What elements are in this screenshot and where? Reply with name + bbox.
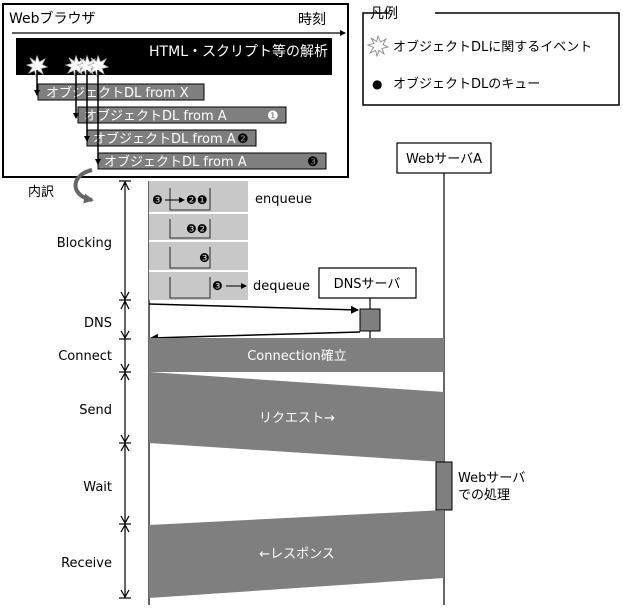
dns-server-label: DNSサーバ — [334, 277, 401, 292]
queue-outgoing-item: ❸ — [212, 279, 223, 293]
phase-label-blocking: Blocking — [57, 236, 112, 251]
dns-request-arrow — [148, 303, 359, 314]
breakdown-arrow — [73, 168, 94, 204]
dns-response-arrow — [150, 331, 361, 342]
legend-event-label: オブジェクトDLに関するイベント — [393, 39, 592, 55]
dns-server-box — [318, 267, 417, 299]
event-burst-icon — [75, 54, 99, 78]
phase-timeline: Blocking DNS Connect Send Wait Receive — [57, 180, 131, 599]
download-badge: ❷ — [237, 132, 249, 147]
download-badge: ❸ — [307, 155, 319, 170]
phase-label-connect: Connect — [58, 349, 112, 364]
response-label: ←レスポンス — [259, 547, 335, 562]
web-processing-label-2: での処理 — [458, 488, 510, 503]
queue-incoming-item: ❸ — [152, 193, 163, 207]
queue-items: ❷❶ — [186, 193, 208, 207]
download-label: オブジェクトDL from A — [104, 154, 247, 170]
phase-label-send: Send — [79, 403, 112, 418]
download-label: オブジェクトDL from X — [46, 85, 189, 101]
event-burst-icon — [86, 54, 110, 78]
phase-label-receive: Receive — [61, 556, 112, 571]
web-processing — [435, 461, 453, 511]
blocking-queue: ❸ ❷❶ enqueue ❸❷ ❸ ❸ dequeue — [149, 181, 312, 300]
web-server-label: WebサーバA — [406, 152, 482, 167]
parse-bar — [16, 38, 332, 75]
download-badge: ❶ — [267, 109, 279, 124]
time-axis-label: 時刻 — [298, 12, 326, 28]
phase-label-wait: Wait — [83, 480, 112, 495]
parse-label: HTML・スクリプト等の解析 — [149, 43, 328, 60]
connection-label: Connection確立 — [247, 348, 347, 364]
phase-label-dns: DNS — [84, 316, 112, 331]
legend-queue-label: オブジェクトDLのキュー — [393, 76, 540, 92]
web-server: WebサーバA — [396, 142, 492, 605]
browser-title: Webブラウザ — [9, 10, 96, 27]
event-burst-icon — [64, 54, 88, 78]
event-burst-icon — [366, 34, 390, 58]
legend: 凡例 オブジェクトDLに関するイベント ● オブジェクトDLのキュー — [362, 6, 620, 106]
download-label: オブジェクトDL from A — [93, 131, 236, 147]
request-label: リクエスト→ — [259, 411, 335, 426]
web-server-box — [396, 142, 492, 174]
event-burst-icon — [25, 54, 49, 78]
legend-title: 凡例 — [370, 6, 398, 22]
response-band — [149, 510, 444, 598]
enqueue-label: enqueue — [255, 192, 312, 207]
request-band — [149, 372, 444, 462]
web-processing-label-1: Webサーバ — [458, 471, 525, 486]
browser-panel: Webブラウザ 時刻 HTML・スクリプト等の解析 オブジェクトDL from … — [2, 3, 349, 178]
connection-band — [149, 338, 444, 372]
legend-queue-bullet: ● — [372, 77, 382, 91]
dequeue-label: dequeue — [253, 279, 310, 294]
dns-processing — [359, 308, 381, 332]
dns-server: DNSサーバ — [148, 267, 417, 350]
queue-items: ❸❷ — [186, 222, 208, 236]
download-label: オブジェクトDL from A — [84, 108, 227, 124]
breakdown-label: 内訳 — [28, 184, 54, 200]
queue-items: ❸ — [199, 251, 210, 265]
